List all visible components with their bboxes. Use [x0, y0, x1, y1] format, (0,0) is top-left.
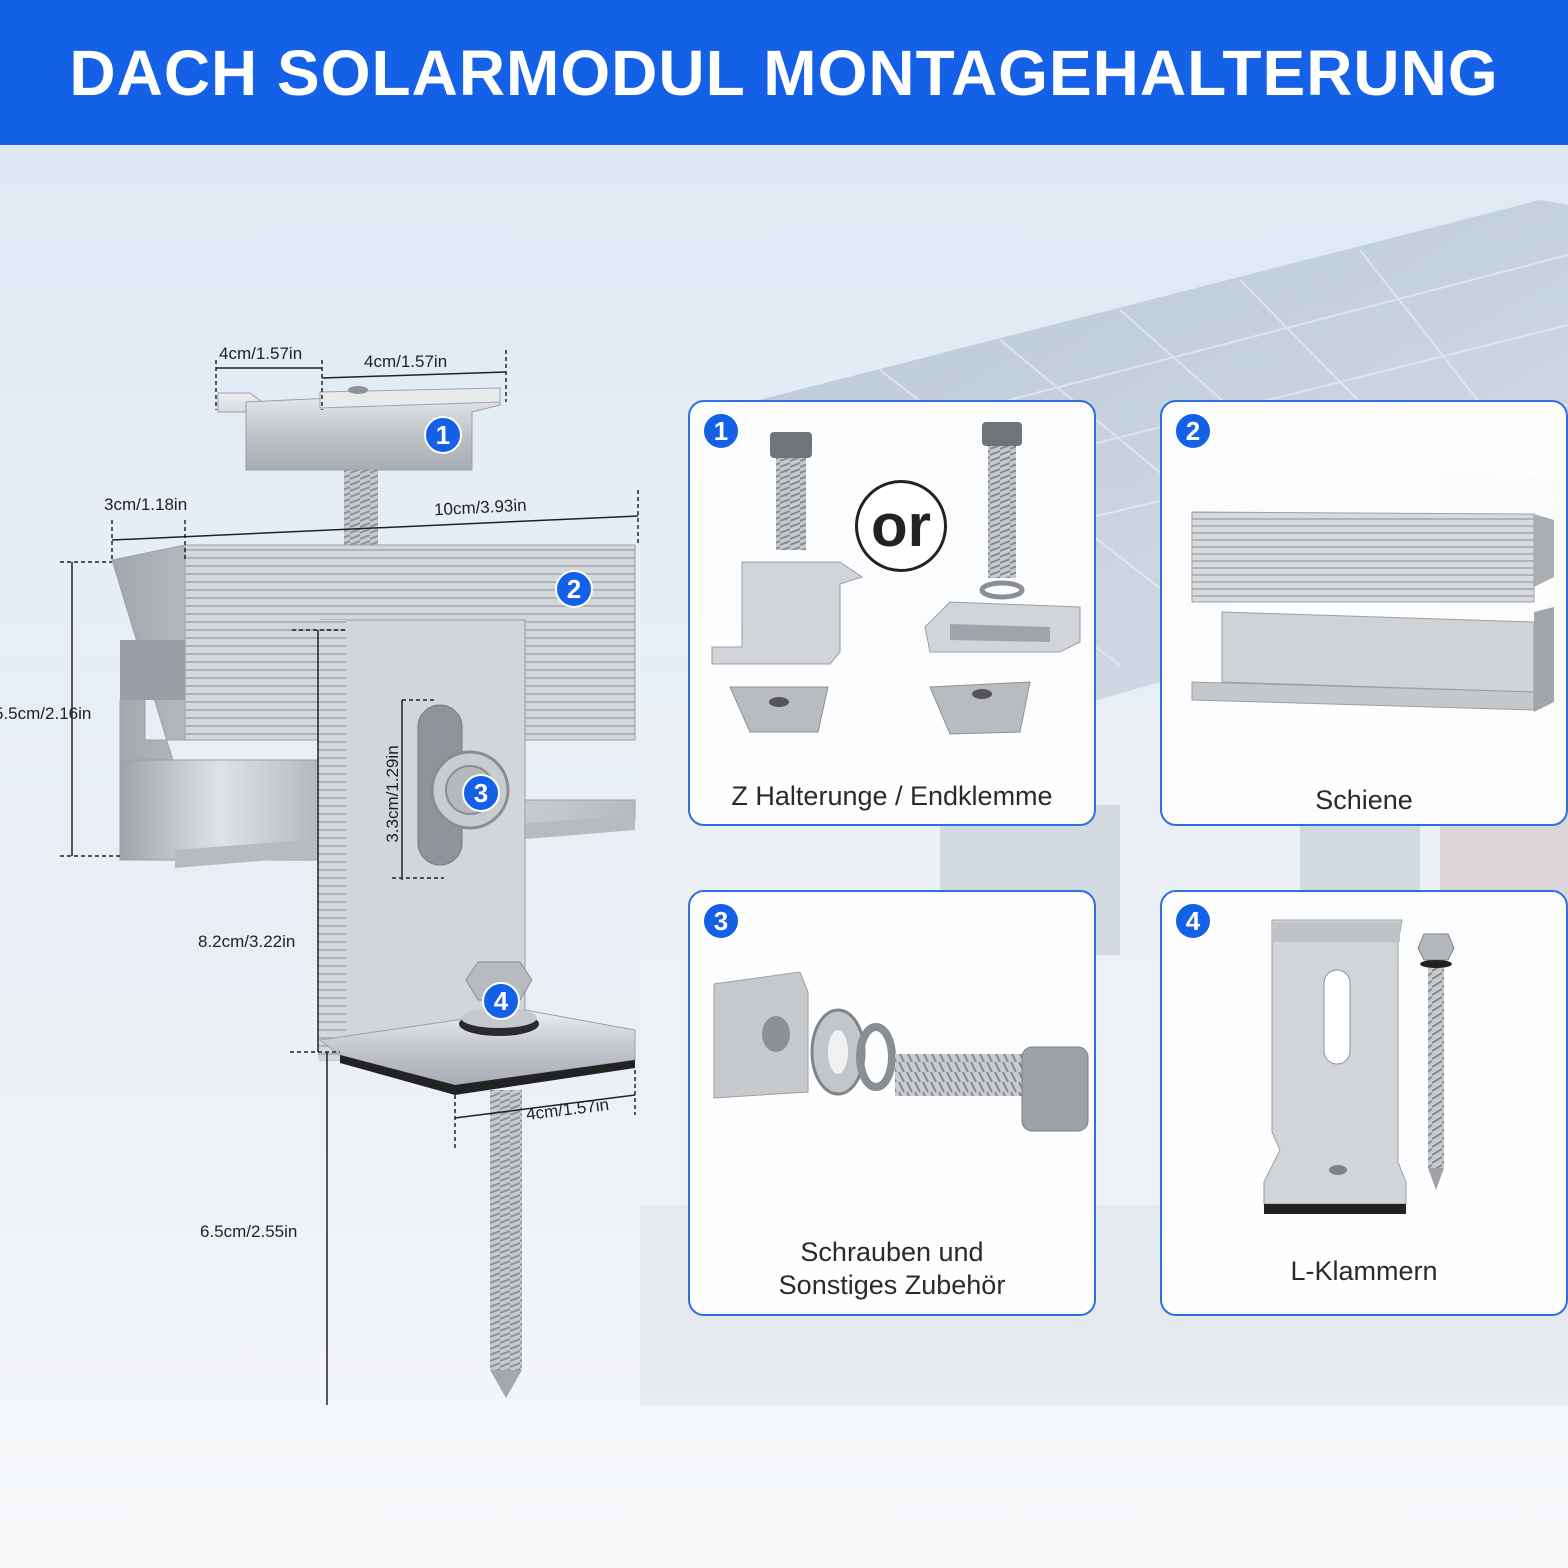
card-l-brackets: 4 L-Klammern	[1160, 890, 1568, 1316]
diagram-badge-4: 4	[482, 982, 520, 1020]
card-badge-3: 3	[702, 902, 740, 940]
dim-clamp-left-width: 4cm/1.57in	[219, 344, 303, 363]
card-caption-rail: Schiene	[1315, 785, 1413, 815]
dim-slot-length: 3.3cm/1.29in	[383, 745, 402, 843]
card-caption-l-brackets: L-Klammern	[1290, 1256, 1438, 1286]
rail-image	[1191, 511, 1554, 712]
diagram-badge-3: 3	[462, 774, 500, 812]
screws-image	[713, 971, 1089, 1132]
dim-bracket-height: 8.2cm/3.22in	[198, 932, 296, 951]
l-bracket-image	[1263, 919, 1455, 1214]
page-title: DACH SOLARMODUL MONTAGEHALTERUNG	[69, 36, 1499, 109]
end-clamp-part	[217, 386, 501, 552]
or-label: or	[855, 480, 947, 572]
card-screws: 3 Schrauben und Sonstiges Zubehör	[688, 890, 1096, 1316]
card-rail: 2 Schiene	[1160, 400, 1568, 826]
dimension-lines	[60, 350, 639, 1405]
header-banner: DACH SOLARMODUL MONTAGEHALTERUNG	[0, 0, 1568, 145]
card-caption-screws-line2: Sonstiges Zubehör	[778, 1270, 1006, 1300]
card-end-clamp: or 1 Z Halterunge / Endklemme	[688, 400, 1096, 826]
self-tapping-screw-part	[459, 961, 539, 1398]
diagram-badge-1: 1	[424, 416, 462, 454]
assembly-diagram	[60, 350, 639, 1405]
diagram-badge-2: 2	[555, 570, 593, 608]
dim-screw-length: 6.5cm/2.55in	[200, 1222, 298, 1241]
dim-clamp-right-width: 4cm/1.57in	[364, 352, 448, 371]
card-badge-4: 4	[1174, 902, 1212, 940]
card-caption-screws-line1: Schrauben und	[800, 1237, 984, 1267]
end-clamp-image	[711, 422, 1081, 735]
card-badge-1: 1	[702, 412, 740, 450]
dim-rail-profile-width: 3cm/1.18in	[104, 495, 188, 514]
card-badge-2: 2	[1174, 412, 1212, 450]
dim-rail-height: 5.5cm/2.16in	[0, 704, 92, 723]
card-caption-end-clamp: Z Halterunge / Endklemme	[731, 781, 1053, 811]
